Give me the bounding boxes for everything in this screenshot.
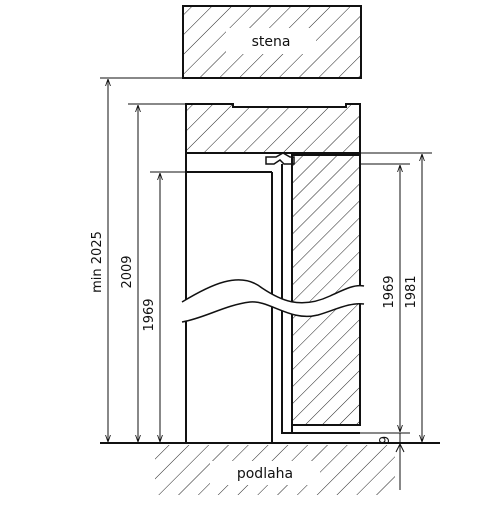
wall-label: stena (252, 34, 291, 50)
dimension-1969-right: 1969 (382, 165, 400, 432)
dimension-9: 9 (378, 433, 405, 490)
dimension-1969-left-label: 1969 (142, 298, 157, 331)
dimension-min-2025-label: min 2025 (90, 231, 105, 293)
dimension-1969-right-label: 1969 (382, 275, 397, 308)
dimension-2009: 2009 (120, 105, 138, 442)
floor: podlaha (100, 442, 440, 495)
dimension-2009-label: 2009 (120, 255, 135, 288)
wall-block: stena (182, 5, 362, 79)
seal-detail (265, 152, 295, 165)
dimension-min-2025: min 2025 (90, 79, 108, 442)
dimension-1981-label: 1981 (404, 275, 419, 308)
dimension-1981: 1981 (404, 154, 422, 442)
frame-jamb (185, 104, 273, 443)
dimension-1969-left: 1969 (142, 173, 160, 442)
dimension-9-label: 9 (378, 436, 393, 444)
floor-label: podlaha (237, 466, 293, 482)
break-line (182, 279, 364, 322)
